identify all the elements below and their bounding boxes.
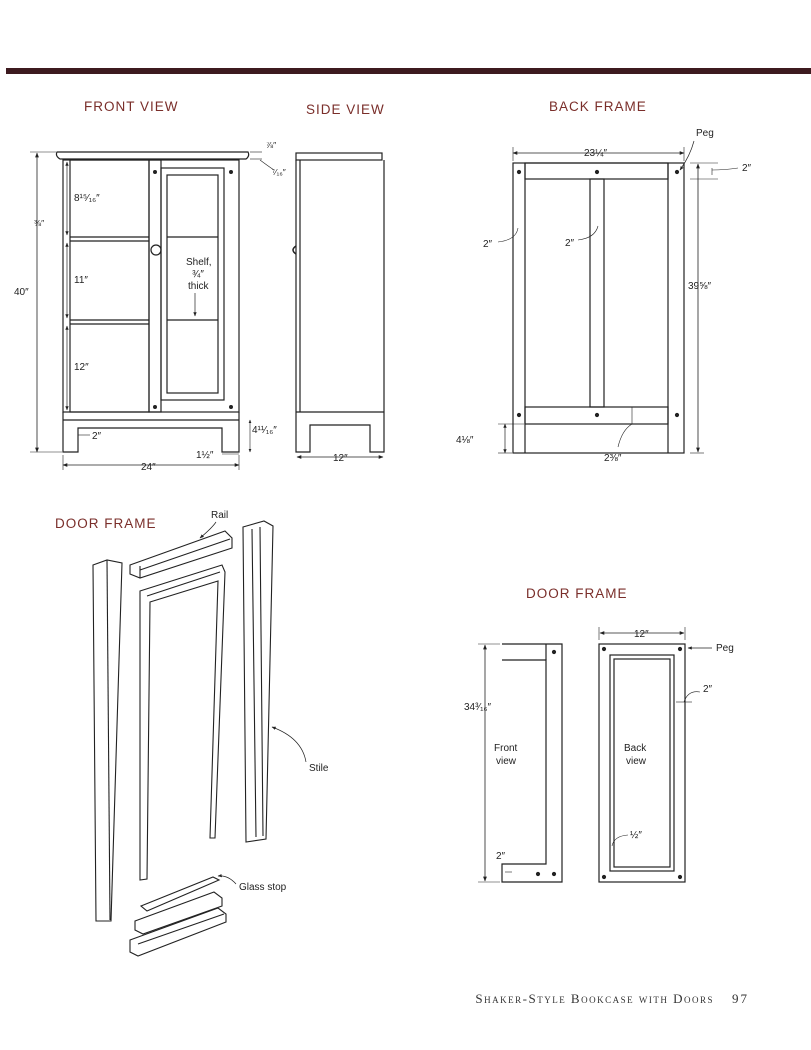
- dim-back-height: 39⅝″: [688, 281, 711, 292]
- label-rail: Rail: [211, 510, 228, 521]
- dim-bottom-shelf-space: 12″: [74, 362, 89, 373]
- side-top: [295, 152, 383, 161]
- back-frame-title: BACK FRAME: [549, 99, 647, 114]
- shelf-note-line1: Shelf,: [186, 257, 212, 268]
- page-number: 97: [732, 991, 749, 1006]
- back-frame-outline: [512, 162, 685, 454]
- front-center-stile: [148, 159, 162, 413]
- back-bottom-rail: [524, 406, 669, 425]
- exploded-left-stile: [92, 559, 123, 922]
- dim-back-top-rail: 2″: [742, 163, 752, 174]
- dim-door-height: 34³⁄₁₆″: [464, 702, 492, 713]
- dim-door-width: 12″: [634, 629, 649, 640]
- front-view-label-line2: view: [496, 756, 517, 767]
- page-footer: Shaker-Style Bookcase with Doors 97: [475, 991, 749, 1007]
- back-view-label-line2: view: [626, 756, 647, 767]
- dim-front-height: 40″: [14, 287, 29, 298]
- exploded-bottom-rail: [134, 891, 223, 935]
- footer-title: Shaker-Style Bookcase with Doors: [475, 991, 714, 1006]
- door-knob: [150, 244, 162, 256]
- front-view-title: FRONT VIEW: [84, 99, 179, 114]
- exploded-glass-stop: [139, 876, 221, 912]
- dim-front-width: 24″: [141, 462, 156, 473]
- door-back-view: [598, 643, 686, 883]
- label-door-peg: Peg: [716, 643, 734, 654]
- door-views-drawing: [478, 627, 712, 883]
- front-base-feet: [62, 412, 240, 453]
- dim-back-bottom-offset: 4⅛″: [456, 435, 474, 446]
- label-back-peg: Peg: [696, 128, 714, 139]
- dim-door-rabbet: ½″: [630, 830, 642, 841]
- side-view-title: SIDE VIEW: [306, 102, 385, 117]
- exploded-right-stile: [242, 520, 274, 843]
- door-front-view: [501, 643, 563, 883]
- dim-back-bottom-rail: 2⅜″: [604, 453, 622, 464]
- front-door-glass: [166, 174, 219, 394]
- dim-back-width: 23¼″: [584, 147, 607, 159]
- exploded-glass-stop-frame: [139, 564, 226, 881]
- dim-door-bottom-rail: 2″: [496, 851, 506, 862]
- back-view-label-line1: Back: [624, 743, 647, 754]
- door-frame-exploded-title: DOOR FRAME: [55, 516, 157, 531]
- shelf-note-line2: ¾″: [192, 269, 204, 280]
- side-view-drawing: [292, 152, 385, 459]
- dim-foot-width: 1½″: [196, 450, 214, 461]
- dim-back-left-stile: 2″: [483, 239, 493, 250]
- front-view-drawing: [30, 151, 275, 470]
- top-rule: [6, 68, 811, 74]
- dim-door-stile: 2″: [703, 684, 713, 695]
- dim-top-shelf-space: 8¹⁵⁄₁₆″: [74, 193, 100, 204]
- dim-foot-height: 4¹¹⁄₁₆″: [252, 425, 277, 436]
- label-glass-stop: Glass stop: [239, 882, 287, 893]
- dim-top-molding: ⅞″: [266, 140, 276, 150]
- door-frame-views-title: DOOR FRAME: [526, 586, 628, 601]
- back-frame-drawing: [497, 140, 739, 454]
- dim-side-depth: 12″: [333, 453, 348, 464]
- shelf-note-line3: thick: [188, 281, 210, 292]
- door-exploded-drawing: [92, 520, 307, 957]
- side-panel: [295, 160, 385, 453]
- back-center-stile: [589, 178, 605, 408]
- dim-back-center-stile: 2″: [565, 238, 575, 249]
- dim-middle-shelf-space: 11″: [74, 275, 88, 286]
- dim-left-offset: ⅜″: [34, 218, 44, 228]
- label-stile: Stile: [309, 763, 329, 774]
- front-door-frame: [160, 167, 225, 401]
- dim-base-rail: 2″: [92, 431, 102, 442]
- front-top-molding: [55, 151, 250, 160]
- dim-reveal: ⁷⁄₁₆″: [272, 167, 286, 177]
- exploded-top-rail: [129, 530, 233, 579]
- front-view-label-line1: Front: [494, 743, 518, 754]
